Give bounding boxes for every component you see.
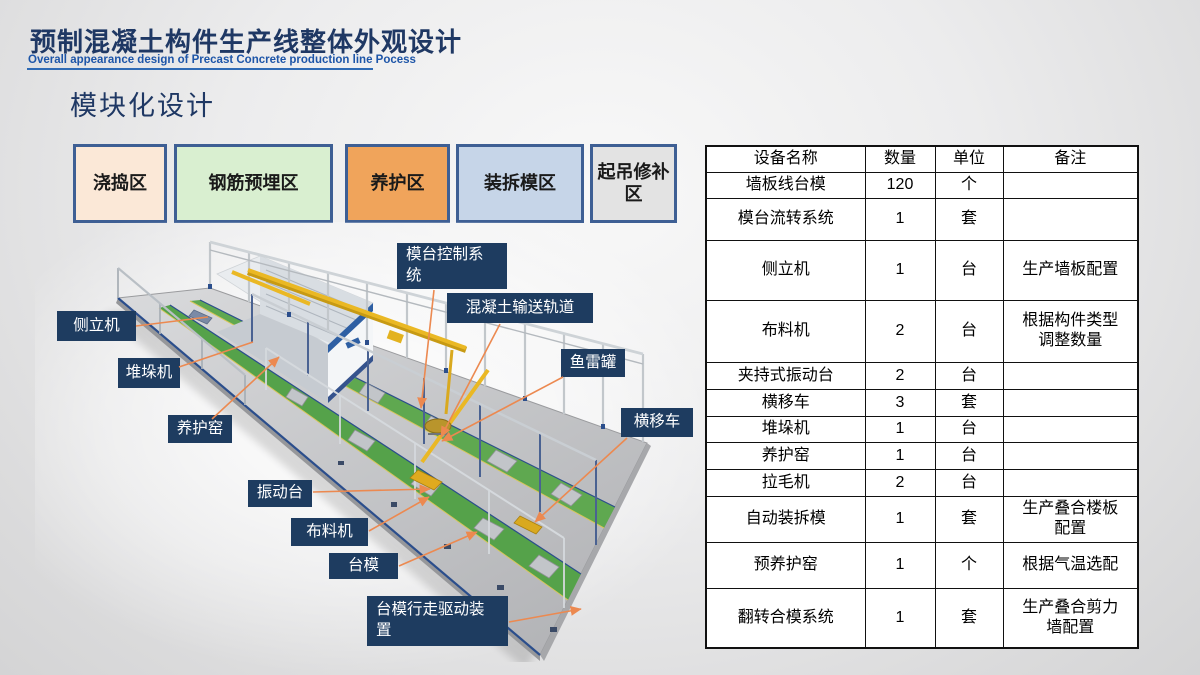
callout-concrete-rail: 混凝土输送轨道: [447, 293, 593, 323]
table-cell: 1: [864, 587, 936, 649]
callout-pallet-control: 模台控制系 统: [397, 243, 507, 289]
table-cell: [1002, 388, 1139, 417]
table-header-cell: 数量: [864, 145, 936, 173]
table-cell: 侧立机: [705, 239, 866, 301]
table-cell: 生产墙板配置: [1002, 239, 1139, 301]
zone-box-lift-repair: 起吊修补 区: [590, 144, 677, 223]
table-cell: 预养护窑: [705, 541, 866, 589]
table-cell: 生产叠合剪力 墙配置: [1002, 587, 1139, 649]
table-cell: 台: [934, 468, 1004, 497]
table-cell: 2: [864, 361, 936, 390]
table-cell: 台: [934, 361, 1004, 390]
table-cell: 3: [864, 388, 936, 417]
table-cell: 2: [864, 299, 936, 363]
title-underline: [27, 68, 373, 70]
table-cell: 布料机: [705, 299, 866, 363]
table-cell: 夹持式振动台: [705, 361, 866, 390]
table-cell: 堆垛机: [705, 415, 866, 443]
table-cell: [1002, 468, 1139, 497]
callout-torpedo-tank: 鱼雷罐: [561, 349, 625, 377]
table-cell: 2: [864, 468, 936, 497]
table-cell: 墙板线台模: [705, 171, 866, 199]
table-cell: 1: [864, 541, 936, 589]
table-cell: 根据构件类型 调整数量: [1002, 299, 1139, 363]
table-cell: 1: [864, 239, 936, 301]
table-cell: [1002, 415, 1139, 443]
table-cell: [1002, 361, 1139, 390]
callout-pallet-drive: 台模行走驱动装 置: [367, 596, 508, 646]
table-header-cell: 单位: [934, 145, 1004, 173]
callout-side-tilter: 侧立机: [57, 311, 136, 341]
table-cell: [1002, 441, 1139, 470]
callout-stacker: 堆垛机: [118, 358, 180, 388]
table-cell: 1: [864, 415, 936, 443]
table-cell: 套: [934, 388, 1004, 417]
table-cell: 横移车: [705, 388, 866, 417]
table-cell: 1: [864, 495, 936, 543]
callout-curing-kiln: 养护窑: [168, 415, 232, 443]
table-cell: 根据气温选配: [1002, 541, 1139, 589]
table-header-row: 设备名称数量单位备注: [705, 145, 1139, 173]
table-header-cell: 备注: [1002, 145, 1139, 173]
page-title: 预制混凝土构件生产线整体外观设计: [30, 27, 463, 57]
table-cell: 套: [934, 587, 1004, 649]
page-subtitle-en: Overall appearance design of Precast Con…: [28, 54, 416, 66]
table-cell: 个: [934, 541, 1004, 589]
callout-transfer-cart: 横移车: [621, 408, 693, 437]
section-heading: 模块化设计: [70, 91, 215, 121]
table-cell: 拉毛机: [705, 468, 866, 497]
table-cell: 生产叠合楼板 配置: [1002, 495, 1139, 543]
table-cell: 模台流转系统: [705, 197, 866, 241]
zone-box-rebar-embed: 钢筋预埋区: [174, 144, 333, 223]
table-cell: 翻转合模系统: [705, 587, 866, 649]
table-cell: [1002, 171, 1139, 199]
table-cell: 个: [934, 171, 1004, 199]
zone-box-curing: 养护区: [345, 144, 450, 223]
table-header-cell: 设备名称: [705, 145, 866, 173]
table-cell: 台: [934, 415, 1004, 443]
zone-box-pouring: 浇捣区: [73, 144, 167, 223]
table-cell: 套: [934, 197, 1004, 241]
callout-spreader: 布料机: [291, 518, 368, 546]
table-cell: 台: [934, 299, 1004, 363]
table-cell: [1002, 197, 1139, 241]
table-cell: 养护窑: [705, 441, 866, 470]
table-cell: 台: [934, 239, 1004, 301]
table-cell: 1: [864, 441, 936, 470]
table-cell: 120: [864, 171, 936, 199]
zone-box-mold-assembly: 装拆模区: [456, 144, 584, 223]
table-cell: 套: [934, 495, 1004, 543]
callout-vibration-table: 振动台: [248, 480, 312, 507]
table-cell: 台: [934, 441, 1004, 470]
table-cell: 自动装拆模: [705, 495, 866, 543]
callout-pallet-mold: 台模: [329, 553, 398, 579]
table-cell: 1: [864, 197, 936, 241]
